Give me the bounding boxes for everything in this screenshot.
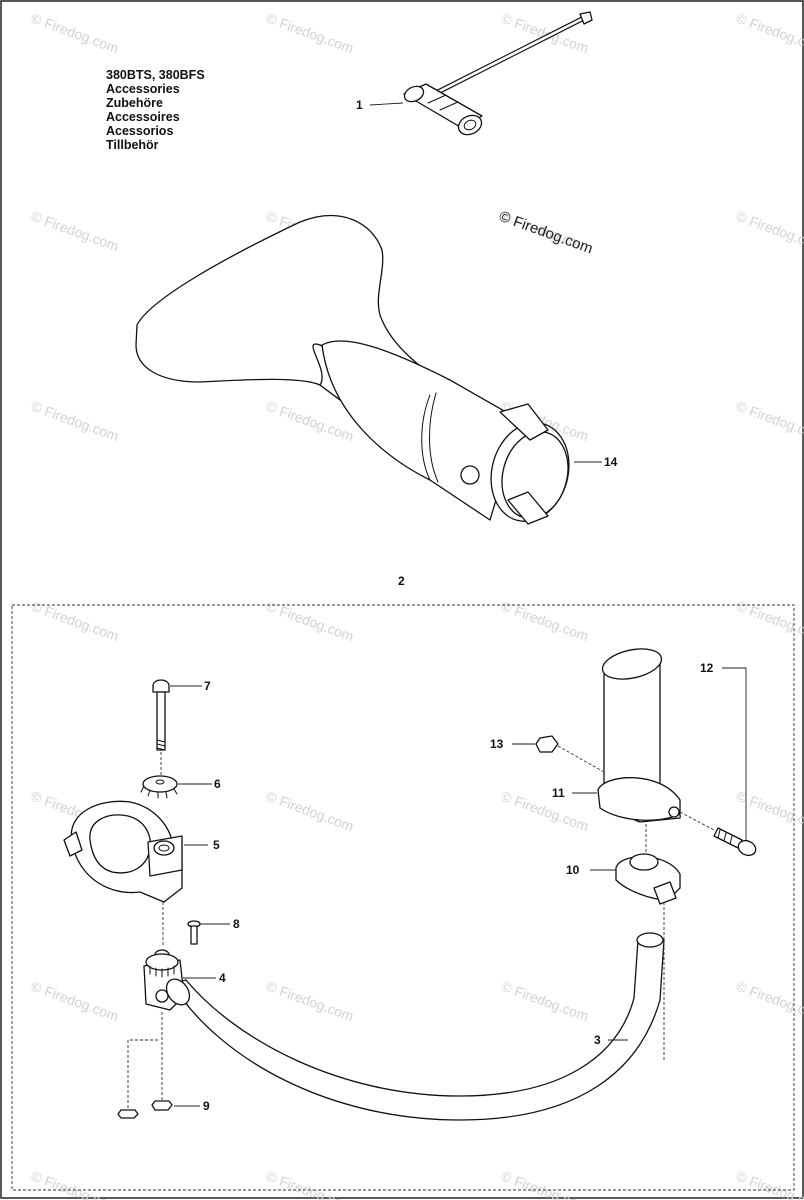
watermark-text: © Firedog.com bbox=[29, 1168, 121, 1200]
part-3-loop-handle bbox=[165, 932, 665, 1121]
callout-14: 14 bbox=[604, 455, 618, 469]
watermark-text: © Firedog.com bbox=[264, 978, 356, 1025]
watermark-text: © Firedog.com bbox=[734, 978, 804, 1025]
part-11-grip bbox=[597, 648, 681, 823]
watermark-text: © Firedog.com bbox=[29, 978, 121, 1025]
watermark-text: © Firedog.com bbox=[264, 1168, 356, 1200]
callout-12: 12 bbox=[700, 661, 714, 675]
watermark-text: © Firedog.com bbox=[29, 208, 121, 255]
watermark-text: © Firedog.com bbox=[264, 398, 356, 445]
title-line: Tillbehör bbox=[106, 138, 159, 152]
callout-7: 7 bbox=[204, 679, 211, 693]
part-10-clamp bbox=[615, 853, 681, 905]
part-5-clamp bbox=[63, 800, 183, 903]
title-line: Accessories bbox=[106, 82, 180, 96]
watermark-text: © Firedog.com bbox=[29, 398, 121, 445]
title-line: 380BTS, 380BFS bbox=[106, 68, 205, 82]
part-14-blower-nozzle bbox=[135, 214, 570, 525]
watermark-text: © Firedog.com bbox=[29, 10, 121, 57]
callout-9: 9 bbox=[203, 1099, 210, 1113]
handle-kit-group-box bbox=[11, 604, 795, 1191]
watermark-text: © Firedog.com bbox=[264, 10, 356, 57]
title-line: Accessoires bbox=[106, 110, 180, 124]
callout-6: 6 bbox=[214, 777, 221, 791]
part-9-nut bbox=[117, 1100, 173, 1119]
title-block: 380BTS, 380BFS Accessories Zubehöre Acce… bbox=[106, 68, 205, 152]
callout-3: 3 bbox=[594, 1033, 601, 1047]
title-line: Zubehöre bbox=[106, 96, 163, 110]
callout-4: 4 bbox=[219, 971, 226, 985]
watermark-text: © Firedog.com bbox=[499, 788, 591, 835]
part-13-nut bbox=[535, 735, 559, 753]
watermark-text: © Firedog.com bbox=[734, 398, 804, 445]
watermark-text: © Firedog.com bbox=[499, 1168, 591, 1200]
watermark-text: © Firedog.com bbox=[734, 208, 804, 255]
part-12-screw bbox=[713, 827, 757, 857]
callout-1: 1 bbox=[356, 98, 363, 112]
watermark-text: © Firedog.com bbox=[734, 788, 804, 835]
part-1-combination-wrench bbox=[403, 11, 593, 136]
watermark-text: © Firedog.com bbox=[499, 10, 591, 57]
title-line: Acessorios bbox=[106, 124, 173, 138]
callout-11: 11 bbox=[552, 786, 565, 800]
watermark-text: © Firedog.com bbox=[734, 10, 804, 57]
copyright-label: © Firedog.com bbox=[497, 208, 595, 258]
callout-10: 10 bbox=[566, 863, 580, 877]
part-6-toothed-washer bbox=[140, 775, 178, 799]
callout-13: 13 bbox=[490, 737, 504, 751]
callout-2: 2 bbox=[398, 574, 405, 588]
watermark-text: © Firedog.com bbox=[264, 788, 356, 835]
part-7-bolt bbox=[152, 679, 170, 751]
callout-5: 5 bbox=[213, 838, 220, 852]
watermark-text: © Firedog.com bbox=[499, 978, 591, 1025]
part-8-screw bbox=[187, 920, 201, 945]
callout-8: 8 bbox=[233, 917, 240, 931]
watermark-text: © Firedog.com bbox=[734, 1168, 804, 1200]
